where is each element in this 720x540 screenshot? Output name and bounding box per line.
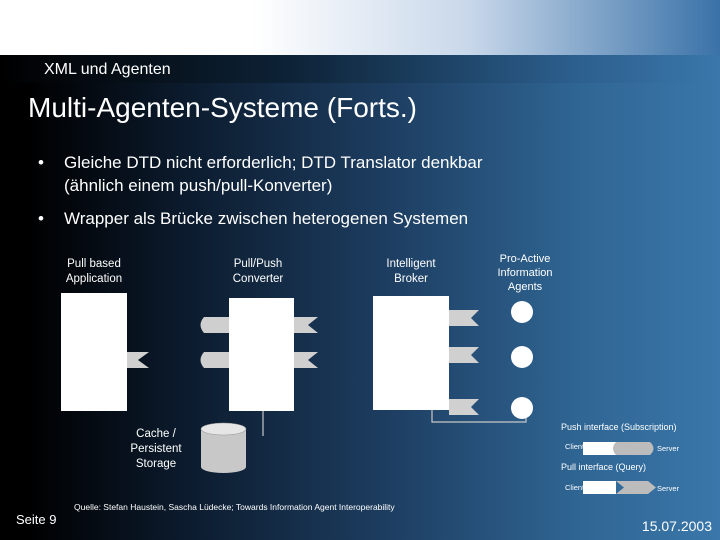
bullet-marker: • [38,209,44,228]
converter-server-connector [294,317,318,333]
push-interface-title: Push interface (Subscription) [561,422,677,432]
section-subtitle: XML und Agenten [44,61,171,78]
page-number: Seite 9 [16,512,57,527]
agent-circle [511,346,533,368]
pull-client-label: Client [565,483,585,492]
converter-client-connector [200,317,229,333]
slide-date: 15.07.2003 [641,518,712,534]
converter-server-connector [294,352,318,368]
broker-block [373,296,449,410]
broker-push-connector [449,310,479,326]
pull-app-connector [127,352,149,368]
title-band [0,55,720,83]
bullet-marker: • [38,153,44,172]
push-server-label: Server [657,444,680,453]
converter-block [229,298,294,411]
broker-push-connector [449,347,479,363]
push-interface-legend-shape [583,442,654,455]
converter-client-connector [200,352,229,368]
bullet-2-line-1: Wrapper als Brücke zwischen heterogenen … [64,209,469,228]
source-citation: Quelle: Stefan Haustein, Sascha Lüdecke;… [74,502,395,512]
bullet-1-line-1: Gleiche DTD nicht erforderlich; DTD Tran… [64,153,483,172]
agent-circle [511,397,533,419]
pull-interface-legend-shape [583,481,656,494]
header-band [0,0,720,55]
bullet-1-line-2: (ähnlich einem push/pull-Konverter) [64,176,333,195]
agent-circle [511,301,533,323]
storage-cylinder [200,422,247,473]
push-client-label: Client [565,442,585,451]
pull-interface-title: Pull interface (Query) [561,462,647,472]
pull-server-label: Server [657,484,680,493]
broker-push-connector [449,399,479,415]
pull-app-block [61,293,127,411]
slide-title: Multi-Agenten-Systeme (Forts.) [28,92,417,123]
